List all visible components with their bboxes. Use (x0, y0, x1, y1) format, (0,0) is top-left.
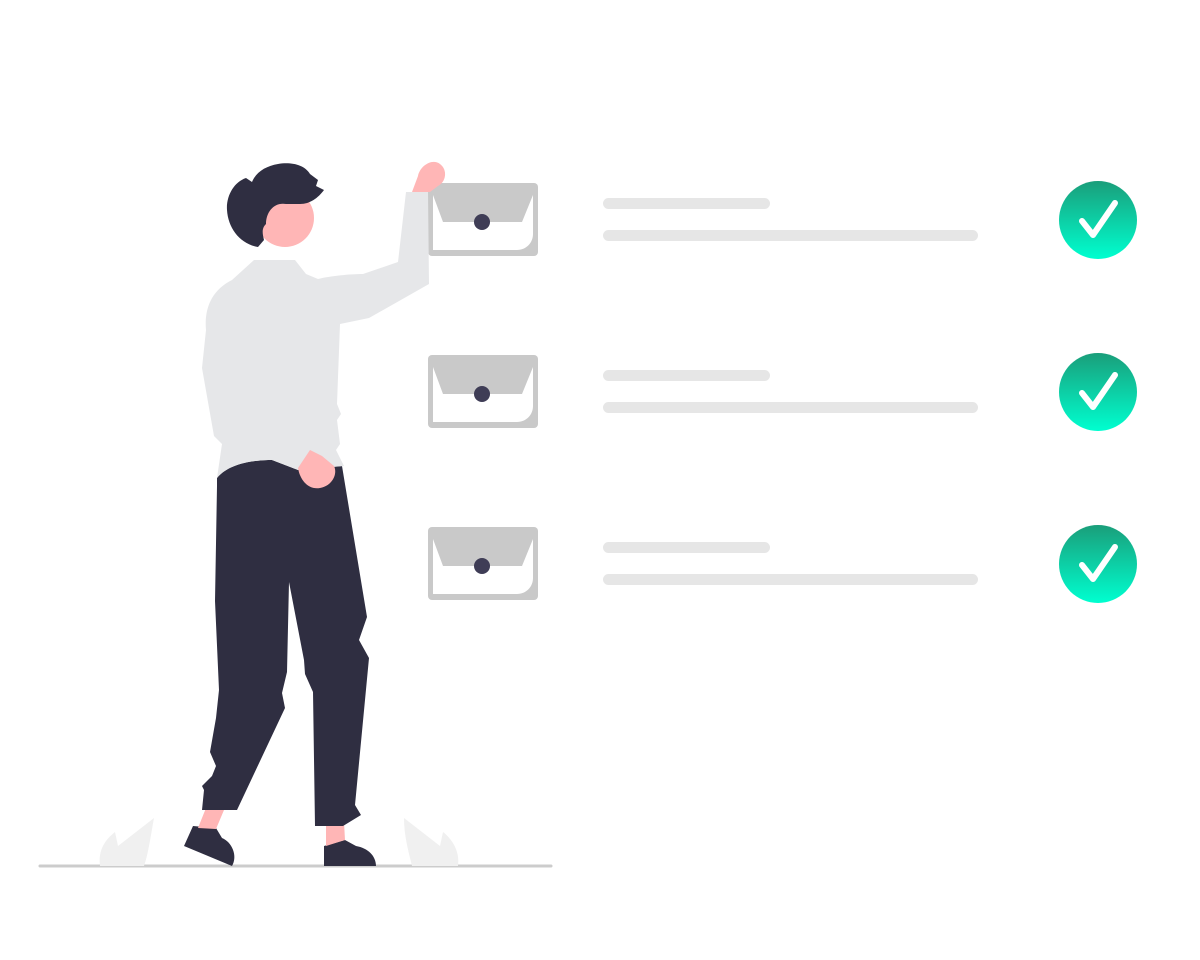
hair (226, 163, 324, 247)
drawer-knob (474, 558, 490, 574)
drawer-icon (428, 527, 538, 600)
drawer-knob (474, 214, 490, 230)
check-circle (1059, 353, 1137, 431)
person-illustration (184, 161, 446, 866)
text-line-short (603, 370, 770, 381)
check-circle (1059, 181, 1137, 259)
checklist-row (428, 353, 1137, 431)
text-line-short (603, 198, 770, 209)
text-line-long (603, 402, 978, 413)
check-circle-icon (1059, 353, 1137, 431)
check-mark-icon (1079, 200, 1118, 238)
text-line-short (603, 542, 770, 553)
hip-hand (298, 450, 336, 489)
left-shoe (184, 826, 235, 866)
right-shoe (324, 840, 376, 866)
check-circle (1059, 525, 1137, 603)
raised-hand (412, 161, 446, 192)
shirt (202, 192, 429, 478)
checklist-row (428, 181, 1137, 259)
drawer-icon (428, 183, 538, 256)
text-line-long (603, 574, 978, 585)
left-ankle (198, 808, 224, 829)
check-circle-icon (1059, 525, 1137, 603)
text-line-long (603, 230, 978, 241)
check-circle-icon (1059, 181, 1137, 259)
check-mark-icon (1079, 544, 1118, 582)
drawer-icon (428, 355, 538, 428)
drawer-knob (474, 386, 490, 402)
right-ankle (326, 822, 345, 846)
checklist-row (428, 525, 1137, 603)
checklist (428, 181, 1137, 603)
plant-right-icon (404, 818, 459, 866)
pants (202, 460, 369, 826)
plant-left-icon (99, 818, 154, 866)
check-mark-icon (1079, 372, 1118, 410)
